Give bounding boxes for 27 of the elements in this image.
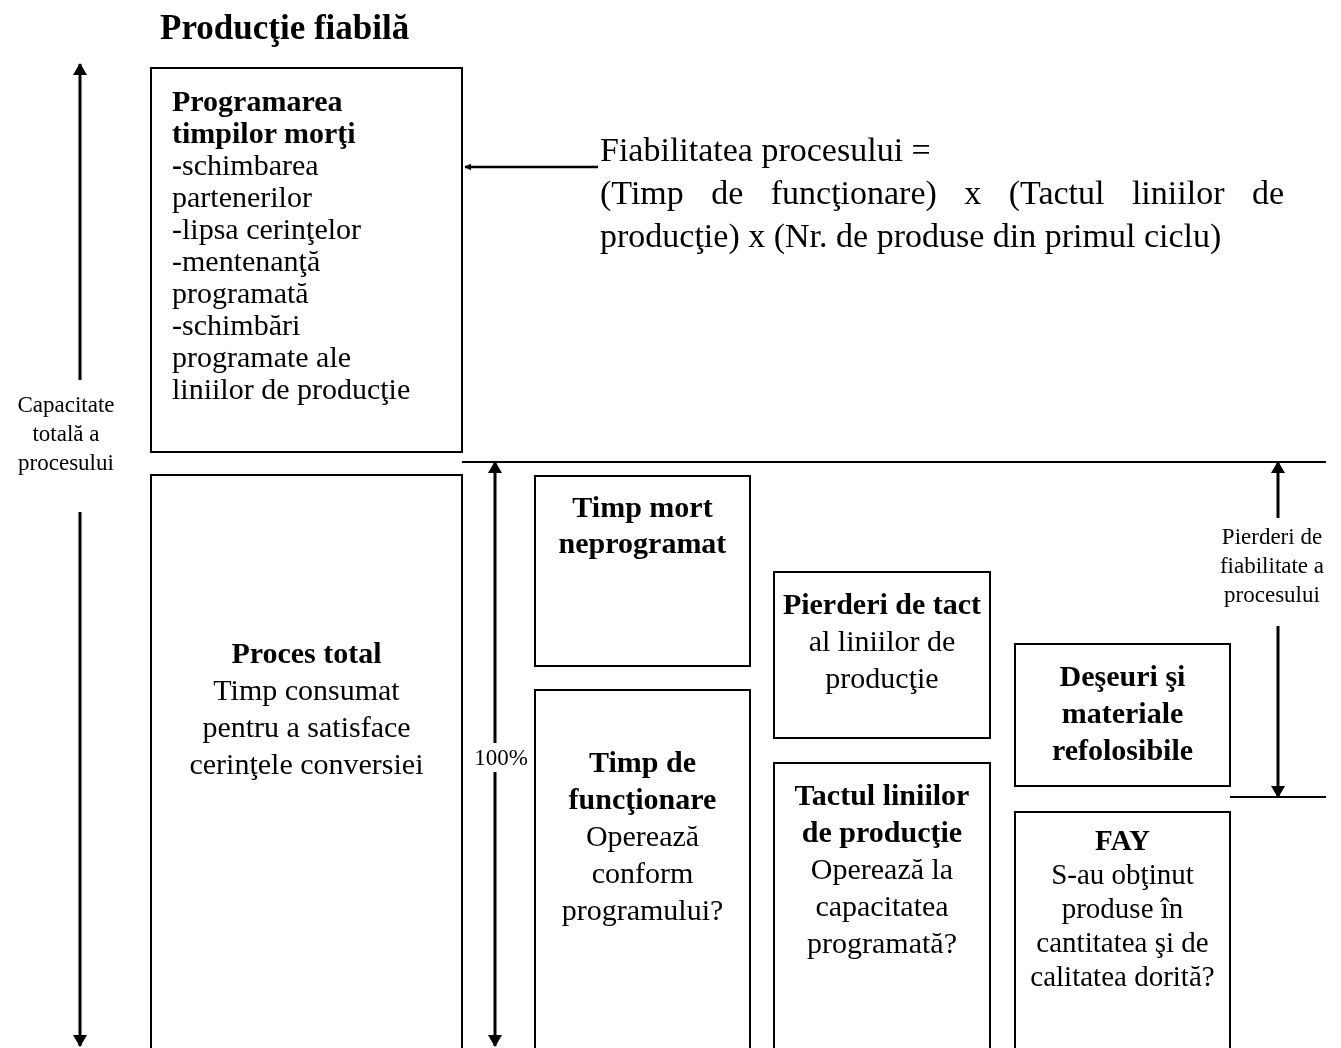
box-text: Pierderi de tact al liniilor de producţie: [781, 586, 983, 696]
box-text: -mentenanţă programată: [172, 245, 321, 309]
process-box: [534, 689, 751, 1048]
box-text: -lipsa cerinţelor: [172, 213, 363, 245]
box-text: Operează la capacitatea programată?: [806, 851, 958, 961]
process-box: [1014, 643, 1231, 787]
process-box: [534, 475, 751, 667]
box-heading: Timp mort neprogramat: [557, 489, 728, 561]
box-heading: Timp de funcţionare: [567, 744, 718, 817]
process-box: [773, 762, 991, 1048]
box-heading: Proces total: [230, 635, 383, 671]
diagram-title: Producţie fiabilă: [160, 8, 410, 48]
box-text: S-au obţinut produse în cantitatea şi de calitatea dorită?: [1029, 857, 1216, 993]
formula-heading: Fiabilitatea procesului =: [600, 130, 932, 170]
box-text: Operează conform programului?: [560, 818, 725, 928]
box-heading: FAY: [1094, 823, 1151, 857]
box-heading: Deşeuri şi materiale refolosibile: [1050, 658, 1195, 768]
arrow: [464, 163, 598, 171]
box-text: -schimbarea partenerilor: [172, 149, 319, 213]
process-box: [773, 571, 991, 739]
process-box: [150, 67, 463, 453]
process-box: [150, 474, 463, 1048]
formula-text: (Timp de funcţionare) x (Tactul liniilor de producţie) x (Nr. de produse din primul ciclu): [600, 173, 1284, 256]
box-heading: Tactul liniilor de producţie: [793, 777, 971, 850]
process-box: [1014, 811, 1231, 1048]
box-text: -schimbări programate ale liniilor de producţie: [172, 309, 411, 405]
box-text: Timp consumat pentru a satisface cerinţele conversiei: [188, 672, 425, 782]
